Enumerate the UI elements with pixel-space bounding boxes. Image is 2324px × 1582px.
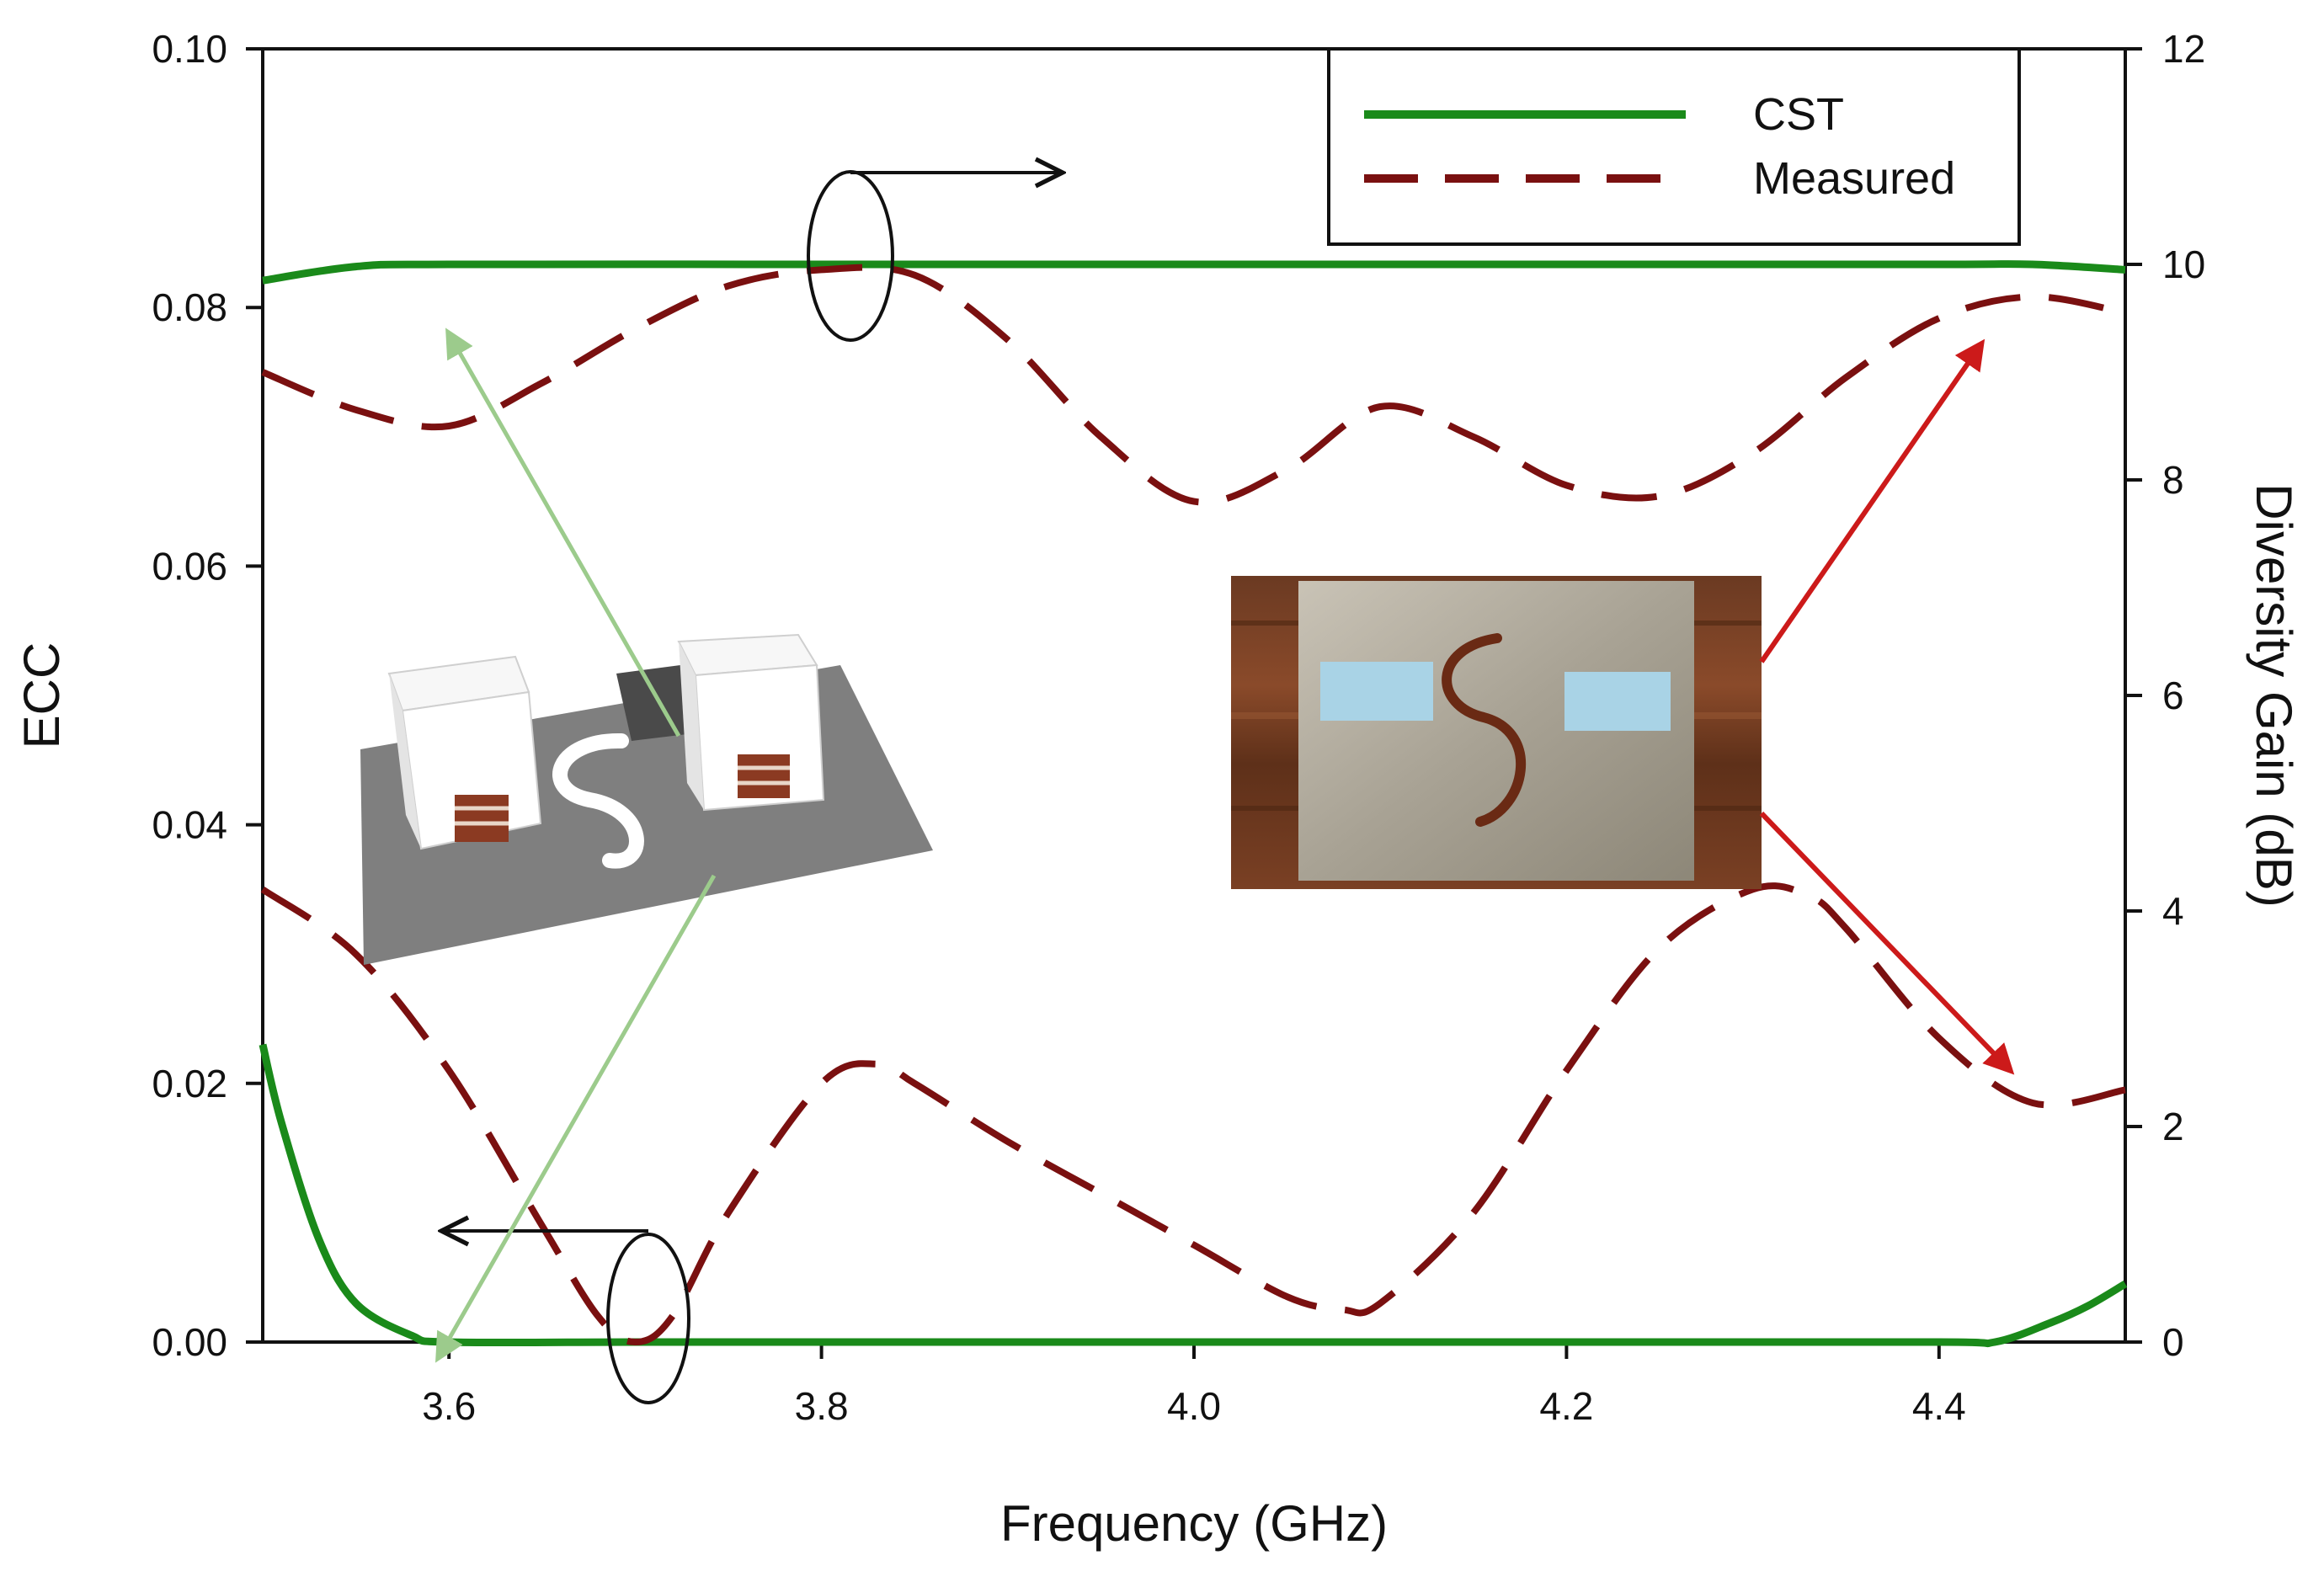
axis-tick-labels: 3.6 3.8 4.0 4.2 4.4 0.00 0.02 0.04 0.06 0.08 0.10 0…	[152, 27, 2205, 1428]
right-feed-pad	[738, 754, 790, 798]
green-arrow-up	[445, 328, 681, 738]
left-block-side	[389, 674, 421, 849]
y-right-tick-label-0: 0	[2162, 1320, 2184, 1364]
x-axis-title: Frequency (GHz)	[1000, 1495, 1388, 1552]
y-left-tick-label-0: 0.00	[152, 1320, 227, 1364]
y-right-tick-label-4: 8	[2162, 458, 2184, 502]
x-tick-label-2: 4.0	[1167, 1384, 1221, 1428]
series-measured-right-axis-line	[261, 264, 2126, 506]
red-arrow-up	[1759, 338, 1986, 663]
green-pointer-arrows	[435, 328, 717, 1363]
y-right-tick-label-2: 4	[2162, 889, 2184, 933]
x-tick-label-3: 4.2	[1539, 1384, 1593, 1428]
y-axis-left-title: ECC	[13, 642, 70, 749]
series-measured-left-axis-line	[260, 882, 2126, 1345]
red-pointer-arrows	[1759, 338, 2015, 1075]
photo-left-patch	[1320, 662, 1433, 721]
red-arrow-down	[1759, 811, 2015, 1075]
legend-label-measured: Measured	[1753, 153, 1955, 204]
y-axis-right-title: Diversity Gain (dB)	[2246, 483, 2302, 907]
right-axis-indicator	[807, 170, 1059, 342]
legend-box	[1327, 47, 2021, 246]
series-layer	[259, 260, 2128, 1348]
x-tick-label-4: 4.4	[1912, 1384, 1966, 1428]
y-right-tick-label-6: 12	[2162, 27, 2205, 71]
series-cst-right-axis-line	[262, 260, 2126, 285]
y-right-tick-label-1: 2	[2162, 1105, 2184, 1148]
y-right-tick-label-5: 10	[2162, 242, 2205, 286]
y-left-tick-label-2: 0.04	[152, 803, 227, 847]
green-arrow-down	[435, 874, 717, 1363]
y-left-tick-label-5: 0.10	[152, 27, 227, 71]
photo-right-patch	[1564, 672, 1671, 731]
y-left-tick-label-1: 0.02	[152, 1062, 227, 1105]
right-block-side	[679, 642, 704, 810]
legend-label-cst: CST	[1753, 89, 1844, 140]
x-tick-label-1: 3.8	[795, 1384, 849, 1428]
series-cst-left-axis-line	[259, 1043, 2128, 1348]
antenna-model-illustration	[360, 633, 933, 965]
right-block-front	[694, 663, 825, 812]
y-right-tick-label-3: 6	[2162, 674, 2184, 717]
legend: CST Measured	[1327, 47, 2021, 246]
y-left-tick-label-3: 0.06	[152, 544, 227, 588]
x-tick-label-0: 3.6	[422, 1384, 476, 1428]
s-shaped-slot	[552, 732, 644, 869]
fabricated-antenna-photo	[1231, 576, 1762, 889]
axis-ticks	[246, 47, 2142, 1359]
y-left-tick-label-4: 0.08	[152, 285, 227, 329]
left-feed-pad	[455, 795, 509, 842]
photo-s-slot	[1442, 633, 1527, 827]
right-axis-indicator-ellipse	[807, 170, 894, 342]
left-axis-indicator	[445, 1231, 690, 1404]
left-axis-indicator-ellipse	[606, 1233, 690, 1404]
